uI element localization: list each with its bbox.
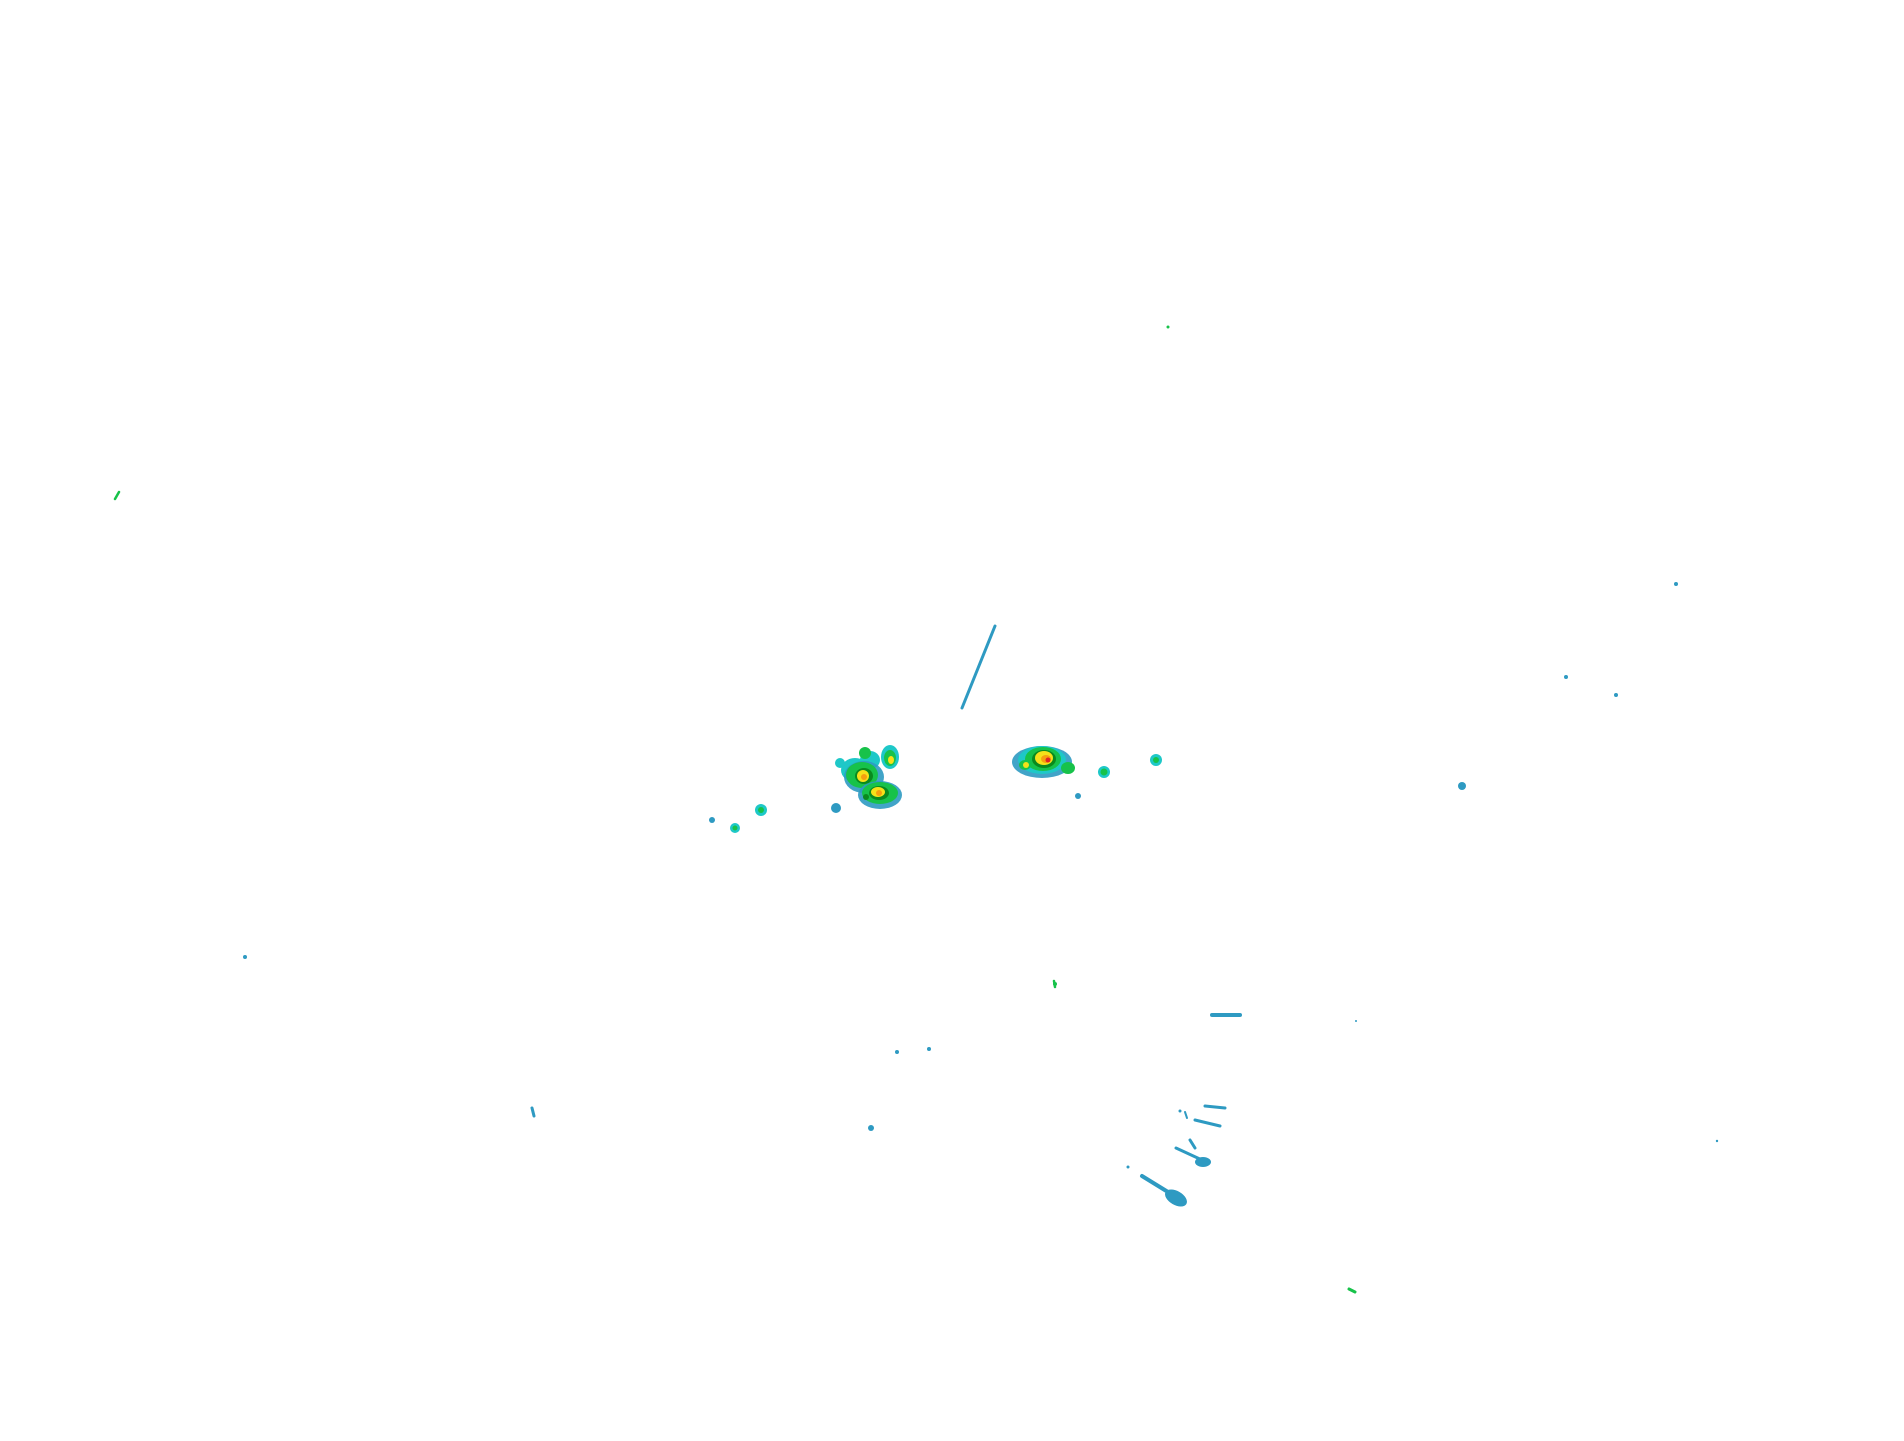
clutter-band-south (1126, 1013, 1242, 1207)
radar-spoke-artifact (960, 624, 997, 710)
isolated-echoes (113, 325, 1719, 1294)
storm-cell-cluster-east (1012, 746, 1075, 778)
storm-cell-cluster-west (835, 745, 902, 809)
